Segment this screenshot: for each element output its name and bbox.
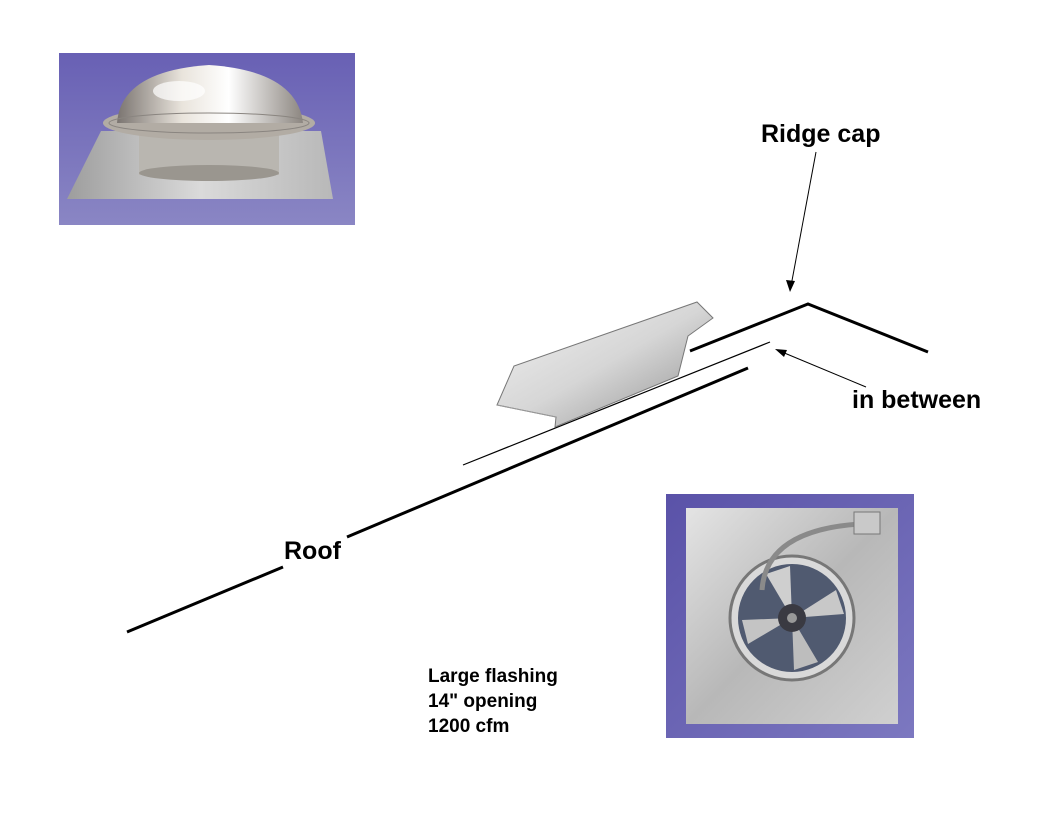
vent-side-illustration <box>59 53 355 225</box>
in-between-arrowhead <box>775 349 787 357</box>
in-between-arrow <box>781 351 867 388</box>
vent-specs: Large flashing 14" opening 1200 cfm <box>428 664 558 739</box>
vent-side-photo <box>59 53 355 225</box>
in-between-label: in between <box>852 386 982 414</box>
roof-line-upper <box>346 366 749 539</box>
spec-cfm: 1200 cfm <box>428 716 510 737</box>
ridge-cap-arrowhead <box>786 280 795 292</box>
ridge-cap-label: Ridge cap <box>761 120 881 148</box>
flashing-edge-line <box>462 341 771 466</box>
ridge-cap-line <box>689 302 929 354</box>
spec-opening: 14" opening <box>428 691 538 712</box>
vent-flashing-shape <box>496 301 714 428</box>
roof-line-lower <box>126 565 284 634</box>
vent-fan-photo <box>666 494 914 738</box>
vent-fan-illustration <box>666 494 914 738</box>
vent-shape-edge <box>496 404 557 418</box>
roof-label: Roof <box>284 537 341 565</box>
ridge-cap-arrow <box>790 151 817 287</box>
spec-flashing: Large flashing <box>428 666 558 687</box>
